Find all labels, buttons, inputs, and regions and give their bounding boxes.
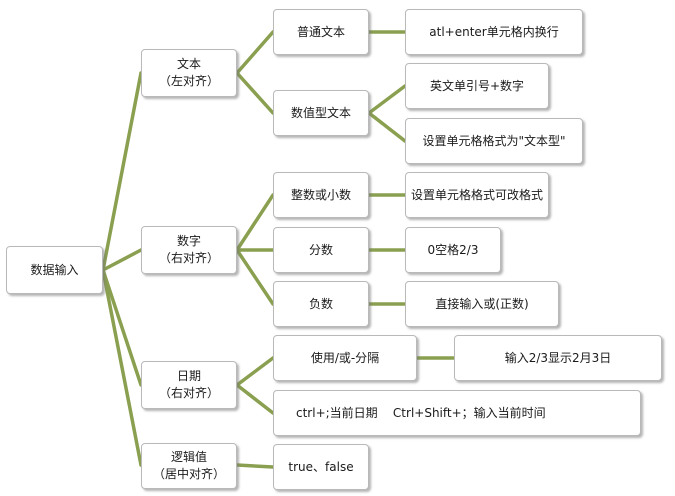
connector-logic-tf bbox=[235, 463, 275, 469]
branch-logic-title: 逻辑值 bbox=[170, 450, 207, 464]
branch-text-title: 文本 bbox=[176, 57, 201, 71]
node-change-format-label: 设置单元格格式可改格式 bbox=[410, 187, 543, 202]
node-direct-paren: 直接输入或(正数) bbox=[405, 281, 559, 327]
branch-text: 文本 （左对齐） bbox=[141, 49, 237, 97]
node-negative: 负数 bbox=[273, 281, 369, 327]
connector-numeric-quote bbox=[367, 84, 407, 115]
connector-numeric-textformat bbox=[367, 111, 407, 143]
node-change-format: 设置单元格格式可改格式 bbox=[405, 172, 549, 218]
node-zero-space-label: 0空格2/3 bbox=[427, 242, 479, 257]
node-quote-digits-label: 英文单引号+数字 bbox=[429, 78, 525, 93]
node-fraction: 分数 bbox=[273, 227, 369, 273]
node-numeric-text: 数值型文本 bbox=[273, 90, 369, 136]
node-true-false: true、false bbox=[273, 444, 369, 490]
node-negative-label: 负数 bbox=[308, 296, 333, 311]
node-numeric-text-label: 数值型文本 bbox=[290, 105, 351, 120]
node-plain-text-label: 普通文本 bbox=[296, 24, 345, 39]
branch-date: 日期 （右对齐） bbox=[141, 361, 237, 409]
branch-number-title: 数字 bbox=[176, 234, 201, 248]
node-alt-enter-label: atl+enter单元格内换行 bbox=[429, 24, 559, 39]
connector-root-date bbox=[101, 268, 143, 387]
node-separator-label: 使用/或-分隔 bbox=[310, 350, 380, 365]
node-direct-paren-label: 直接输入或(正数) bbox=[435, 296, 529, 311]
branch-number-sub: （右对齐） bbox=[158, 251, 219, 265]
branch-number: 数字 （右对齐） bbox=[141, 226, 237, 274]
connector-date-separator bbox=[235, 356, 275, 387]
branch-date-sub: （右对齐） bbox=[158, 386, 219, 400]
node-plain-text: 普通文本 bbox=[273, 9, 369, 55]
node-current-date: ctrl+;当前日期 Ctrl+Shift+；输入当前时间 bbox=[273, 390, 641, 436]
node-zero-space: 0空格2/3 bbox=[405, 227, 501, 273]
node-set-text-format-label: 设置单元格格式为"文本型" bbox=[422, 133, 566, 148]
node-show-date: 输入2/3显示2月3日 bbox=[454, 335, 662, 381]
node-alt-enter: atl+enter单元格内换行 bbox=[405, 9, 583, 55]
connector-root-logic bbox=[101, 268, 143, 467]
branch-date-title: 日期 bbox=[176, 369, 201, 383]
node-fraction-label: 分数 bbox=[308, 242, 333, 257]
node-show-date-label: 输入2/3显示2月3日 bbox=[504, 350, 612, 365]
root-label: 数据输入 bbox=[30, 262, 79, 277]
node-set-text-format: 设置单元格格式为"文本型" bbox=[405, 118, 583, 164]
connector-root-number bbox=[101, 248, 143, 272]
branch-logic: 逻辑值 （居中对齐） bbox=[141, 443, 237, 489]
node-separator: 使用/或-分隔 bbox=[273, 335, 417, 381]
node-true-false-label: true、false bbox=[288, 459, 354, 474]
node-current-date-label: ctrl+;当前日期 Ctrl+Shift+；输入当前时间 bbox=[296, 405, 546, 420]
branch-logic-sub: （居中对齐） bbox=[152, 467, 225, 481]
connector-text-numeric bbox=[235, 71, 275, 115]
connector-number-int bbox=[235, 193, 275, 252]
connector-root-text bbox=[101, 71, 143, 272]
node-int-decimal-label: 整数或小数 bbox=[290, 187, 351, 202]
connector-number-negative bbox=[235, 248, 275, 306]
connector-date-current bbox=[235, 383, 275, 415]
branch-text-sub: （左对齐） bbox=[158, 74, 219, 88]
connector-text-plain bbox=[235, 30, 275, 75]
root-node: 数据输入 bbox=[6, 246, 103, 294]
node-quote-digits: 英文单引号+数字 bbox=[405, 63, 549, 109]
node-int-decimal: 整数或小数 bbox=[273, 172, 369, 218]
